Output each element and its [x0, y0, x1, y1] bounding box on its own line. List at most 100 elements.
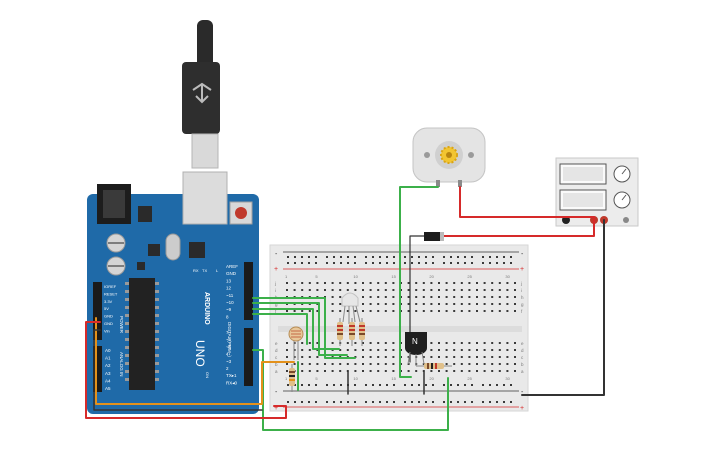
- breadboard-hole[interactable]: [365, 384, 367, 386]
- breadboard-hole[interactable]: [514, 370, 516, 372]
- breadboard-hole[interactable]: [496, 262, 498, 264]
- breadboard-hole[interactable]: [404, 384, 406, 386]
- breadboard-hole[interactable]: [468, 282, 471, 284]
- breadboard-hole[interactable]: [432, 256, 434, 258]
- breadboard-hole[interactable]: [407, 356, 410, 358]
- breadboard-hole[interactable]: [510, 262, 512, 264]
- breadboard-hole[interactable]: [407, 289, 410, 291]
- wire-red-power[interactable]: [85, 321, 287, 419]
- breadboard-hole[interactable]: [438, 303, 440, 305]
- breadboard-hole[interactable]: [460, 296, 463, 298]
- breadboard-hole[interactable]: [443, 401, 445, 403]
- breadboard-hole[interactable]: [415, 289, 418, 291]
- breadboard-hole[interactable]: [315, 401, 317, 403]
- breadboard-hole[interactable]: [418, 256, 420, 258]
- breadboard-hole[interactable]: [450, 384, 452, 386]
- breadboard-hole[interactable]: [347, 401, 349, 403]
- breadboard-hole[interactable]: [384, 296, 387, 298]
- breadboard-hole[interactable]: [372, 256, 374, 258]
- breadboard-hole[interactable]: [422, 282, 425, 284]
- breadboard-hole[interactable]: [514, 349, 516, 351]
- breadboard-hole[interactable]: [514, 296, 516, 298]
- breadboard-hole[interactable]: [308, 384, 310, 386]
- breadboard-hole[interactable]: [308, 256, 310, 258]
- breadboard-hole[interactable]: [287, 262, 289, 264]
- breadboard-hole[interactable]: [460, 356, 463, 358]
- breadboard-hole[interactable]: [506, 342, 509, 344]
- breadboard-hole[interactable]: [377, 282, 380, 284]
- breadboard-hole[interactable]: [460, 289, 463, 291]
- breadboard-hole[interactable]: [286, 370, 288, 372]
- breadboard-hole[interactable]: [483, 342, 486, 344]
- breadboard-hole[interactable]: [301, 256, 303, 258]
- breadboard-hole[interactable]: [393, 262, 395, 264]
- breadboard-hole[interactable]: [362, 363, 364, 365]
- breadboard-hole[interactable]: [510, 384, 512, 386]
- breadboard-hole[interactable]: [482, 256, 484, 258]
- wire-pin10-green[interactable]: [252, 302, 348, 356]
- breadboard-hole[interactable]: [498, 349, 501, 351]
- breadboard-hole[interactable]: [384, 370, 387, 372]
- resistor-green[interactable]: [349, 318, 355, 346]
- breadboard-hole[interactable]: [445, 282, 448, 284]
- breadboard-hole[interactable]: [464, 401, 466, 403]
- breadboard-hole[interactable]: [498, 289, 501, 291]
- breadboard-hole[interactable]: [379, 401, 381, 403]
- breadboard-hole[interactable]: [347, 262, 349, 264]
- breadboard-hole[interactable]: [491, 303, 494, 305]
- breadboard-hole[interactable]: [425, 262, 427, 264]
- breadboard-hole[interactable]: [407, 310, 410, 312]
- breadboard-hole[interactable]: [506, 289, 509, 291]
- breadboard-hole[interactable]: [377, 356, 380, 358]
- breadboard-hole[interactable]: [392, 303, 395, 305]
- breadboard-hole[interactable]: [286, 363, 288, 365]
- breadboard-hole[interactable]: [326, 401, 328, 403]
- breadboard-hole[interactable]: [331, 289, 334, 291]
- breadboard-hole[interactable]: [411, 401, 413, 403]
- wire-5v-orange[interactable]: [95, 317, 295, 405]
- breadboard-hole[interactable]: [362, 289, 364, 291]
- breadboard-hole[interactable]: [483, 296, 486, 298]
- breadboard-hole[interactable]: [365, 262, 367, 264]
- breadboard-hole[interactable]: [354, 401, 356, 403]
- breadboard-hole[interactable]: [339, 289, 342, 291]
- breadboard-hole[interactable]: [365, 256, 367, 258]
- breadboard-hole[interactable]: [411, 262, 413, 264]
- breadboard-hole[interactable]: [354, 342, 357, 344]
- breadboard-hole[interactable]: [362, 296, 364, 298]
- breadboard-hole[interactable]: [498, 282, 501, 284]
- breadboard-hole[interactable]: [384, 289, 387, 291]
- breadboard-hole[interactable]: [377, 289, 380, 291]
- breadboard-hole[interactable]: [422, 370, 425, 372]
- breadboard-hole[interactable]: [324, 370, 326, 372]
- breadboard-hole[interactable]: [430, 282, 433, 284]
- breadboard-hole[interactable]: [496, 401, 498, 403]
- breadboard-hole[interactable]: [386, 262, 388, 264]
- breadboard-hole[interactable]: [379, 256, 381, 258]
- breadboard-hole[interactable]: [438, 289, 440, 291]
- wire-diode-lead[interactable]: [409, 235, 425, 363]
- breadboard-hole[interactable]: [506, 296, 509, 298]
- breadboard-hole[interactable]: [430, 342, 433, 344]
- breadboard-hole[interactable]: [468, 310, 471, 312]
- breadboard-hole[interactable]: [362, 370, 364, 372]
- breadboard-hole[interactable]: [392, 282, 395, 284]
- breadboard-hole[interactable]: [491, 349, 494, 351]
- breadboard-hole[interactable]: [392, 363, 395, 365]
- breadboard-hole[interactable]: [369, 296, 372, 298]
- breadboard-hole[interactable]: [489, 256, 491, 258]
- breadboard-hole[interactable]: [384, 342, 387, 344]
- breadboard-hole[interactable]: [293, 310, 296, 312]
- breadboard-hole[interactable]: [346, 289, 349, 291]
- breadboard-hole[interactable]: [460, 370, 463, 372]
- breadboard-hole[interactable]: [286, 342, 288, 344]
- breadboard-hole[interactable]: [483, 303, 486, 305]
- breadboard-hole[interactable]: [346, 310, 349, 312]
- breadboard-hole[interactable]: [415, 282, 418, 284]
- breadboard-hole[interactable]: [362, 342, 364, 344]
- breadboard-hole[interactable]: [333, 401, 335, 403]
- breadboard-hole[interactable]: [316, 289, 319, 291]
- breadboard-hole[interactable]: [453, 289, 456, 291]
- breadboard-hole[interactable]: [354, 289, 357, 291]
